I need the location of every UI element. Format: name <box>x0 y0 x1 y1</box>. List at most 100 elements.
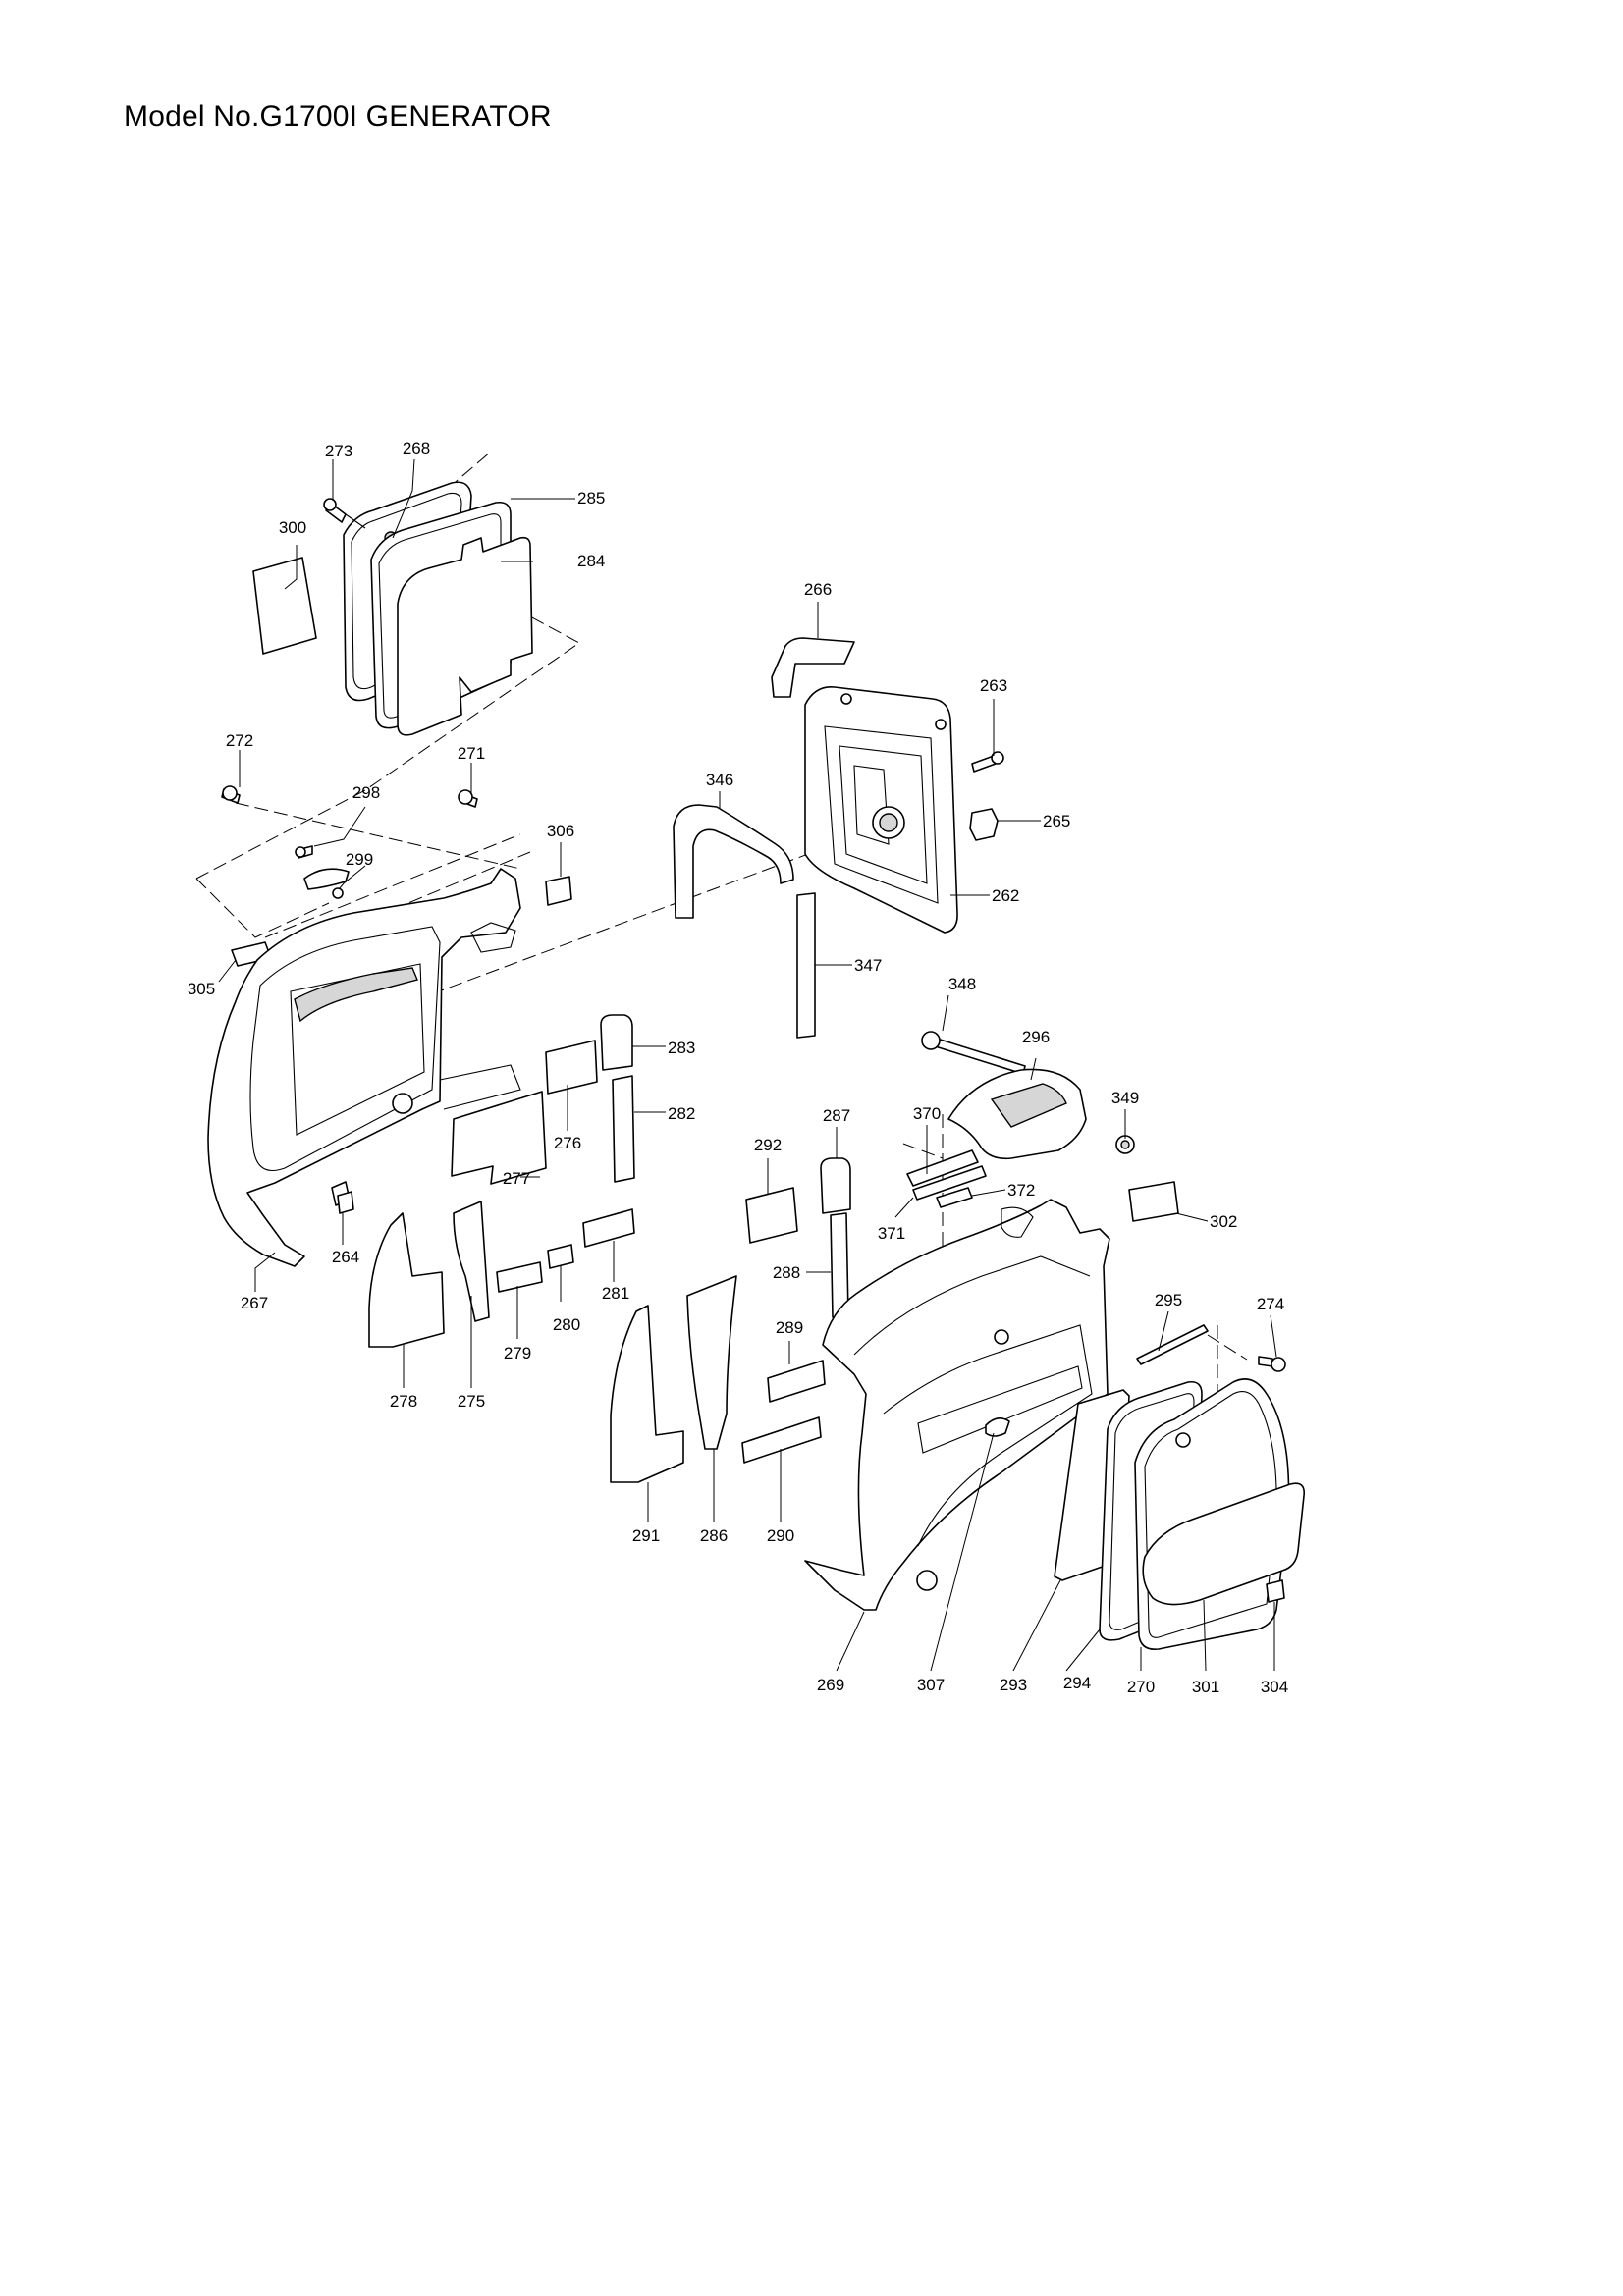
part-number-281: 281 <box>602 1284 629 1303</box>
part-number-262: 262 <box>992 886 1019 905</box>
part-number-371: 371 <box>878 1224 905 1243</box>
part-number-348: 348 <box>948 975 976 993</box>
part-269-shape <box>804 1199 1110 1611</box>
part-number-290: 290 <box>767 1526 794 1545</box>
part-number-294: 294 <box>1063 1674 1091 1692</box>
part-number-280: 280 <box>553 1315 580 1334</box>
part-264-shape <box>337 1191 354 1214</box>
part-number-274: 274 <box>1257 1295 1284 1313</box>
front-frame-group <box>207 868 521 1267</box>
part-300-shape <box>252 557 317 655</box>
part-number-305: 305 <box>188 980 215 998</box>
part-number-275: 275 <box>458 1392 485 1411</box>
part-276-shape <box>545 1040 598 1095</box>
part-number-292: 292 <box>754 1136 782 1154</box>
part-299-shape <box>303 868 350 890</box>
part-277-shape <box>451 1091 547 1185</box>
part-number-269: 269 <box>817 1676 844 1694</box>
part-number-287: 287 <box>823 1106 850 1125</box>
part-number-285: 285 <box>577 489 605 507</box>
part-278-shape <box>368 1212 445 1348</box>
small-fasteners-left <box>221 785 572 967</box>
part-283-shape <box>600 1014 633 1071</box>
part-289-shape <box>767 1360 826 1403</box>
part-number-347: 347 <box>854 956 882 975</box>
part-number-293: 293 <box>1000 1676 1027 1694</box>
part-number-283: 283 <box>668 1039 695 1057</box>
part-number-278: 278 <box>390 1392 417 1411</box>
part-number-284: 284 <box>577 552 605 570</box>
part-number-286: 286 <box>700 1526 728 1545</box>
part-number-302: 302 <box>1210 1212 1237 1231</box>
insulation-panels-left <box>368 1014 635 1348</box>
part-number-272: 272 <box>226 731 253 750</box>
part-number-295: 295 <box>1155 1291 1182 1309</box>
part-274-screw <box>1258 1356 1273 1367</box>
part-346-shape <box>673 804 794 919</box>
part-number-273: 273 <box>325 442 352 460</box>
part-279-shape <box>496 1261 543 1293</box>
part-302-label <box>1128 1181 1179 1222</box>
part-number-267: 267 <box>241 1294 268 1312</box>
part-number-276: 276 <box>554 1134 581 1152</box>
part-265-shape <box>969 808 999 841</box>
part-number-265: 265 <box>1043 812 1070 830</box>
leader-lines <box>218 458 1277 1672</box>
part-number-279: 279 <box>504 1344 531 1362</box>
part-number-304: 304 <box>1261 1678 1288 1696</box>
part-number-296: 296 <box>1022 1028 1050 1046</box>
upper-cover-group <box>252 481 533 736</box>
part-number-268: 268 <box>403 439 430 457</box>
part-number-266: 266 <box>804 580 832 599</box>
part-number-289: 289 <box>776 1318 803 1337</box>
part-number-307: 307 <box>917 1676 945 1694</box>
part-301-shape <box>1142 1482 1306 1606</box>
part-307-shape <box>985 1417 1010 1437</box>
part-347-shape <box>796 892 816 1039</box>
top-right-panel-group <box>771 637 1004 934</box>
part-306-label <box>545 876 572 906</box>
part-371-shape <box>912 1165 987 1201</box>
strip-parts <box>673 804 816 1039</box>
part-number-271: 271 <box>458 744 485 763</box>
part-291-shape <box>610 1305 684 1483</box>
part-number-370: 370 <box>913 1104 941 1123</box>
part-number-callouts: 273 268 285 300 284 266 263 272 271 346 … <box>188 439 1288 1696</box>
part-number-300: 300 <box>279 518 306 537</box>
part-number-299: 299 <box>346 850 373 869</box>
rear-frame-group <box>804 1199 1110 1611</box>
part-number-298: 298 <box>352 783 380 802</box>
part-number-291: 291 <box>632 1526 660 1545</box>
part-number-346: 346 <box>706 771 733 789</box>
insulation-panels-center <box>610 1157 851 1483</box>
part-number-306: 306 <box>547 822 574 840</box>
part-number-270: 270 <box>1127 1678 1155 1696</box>
side-cover-group <box>1054 1324 1306 1651</box>
part-282-shape <box>612 1075 635 1183</box>
part-266-shape <box>771 637 855 698</box>
part-372-shape <box>936 1187 973 1208</box>
part-number-301: 301 <box>1192 1678 1219 1696</box>
part-number-277: 277 <box>503 1169 530 1188</box>
part-280-shape <box>547 1244 574 1269</box>
part-292-shape <box>745 1187 798 1244</box>
part-number-264: 264 <box>332 1248 359 1266</box>
part-number-263: 263 <box>980 676 1007 695</box>
part-370-shape <box>906 1149 979 1187</box>
part-287-shape <box>820 1157 851 1214</box>
part-number-349: 349 <box>1111 1089 1139 1107</box>
part-348-bolt <box>928 1036 1026 1075</box>
part-290-shape <box>741 1416 822 1464</box>
part-number-288: 288 <box>773 1263 800 1282</box>
part-number-282: 282 <box>668 1104 695 1123</box>
part-275-shape <box>453 1201 490 1322</box>
part-295-shape <box>1136 1324 1209 1365</box>
part-304-label <box>1266 1579 1285 1603</box>
page-title: Model No.G1700I GENERATOR <box>124 100 552 133</box>
part-number-372: 372 <box>1007 1181 1035 1200</box>
part-286-shape <box>686 1275 737 1450</box>
part-284-shape <box>397 536 533 736</box>
rear-top-cover-group <box>906 1031 1179 1222</box>
